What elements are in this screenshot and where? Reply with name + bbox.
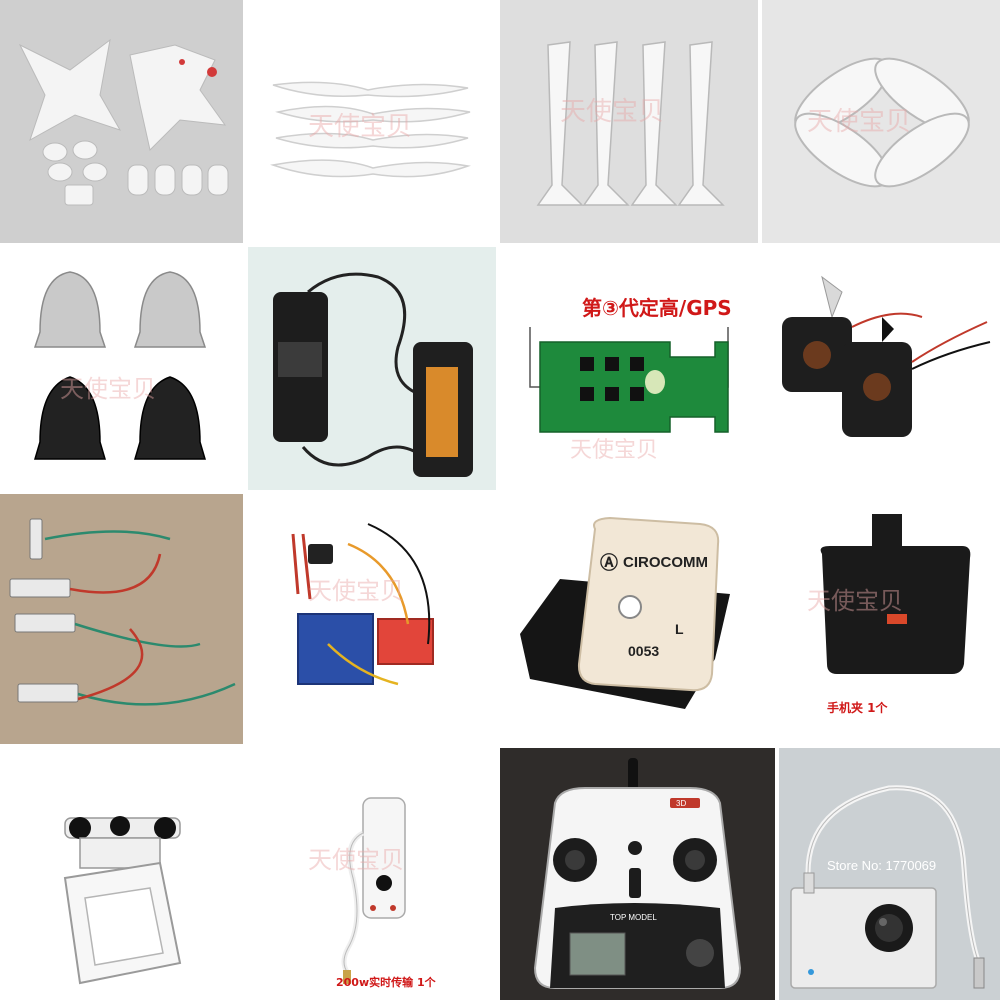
- gps-brand-label: CIROCOMM: [623, 554, 708, 571]
- controller-model-label: TOP MODEL: [610, 913, 657, 922]
- photo-remote-controller: 3D TOP MODEL: [500, 748, 775, 1000]
- svg-text:天使宝贝: 天使宝贝: [560, 97, 664, 127]
- svg-text:天使宝贝: 天使宝贝: [807, 107, 911, 137]
- svg-text:Ⓐ: Ⓐ: [600, 552, 618, 573]
- photo-clear-guards: 天使宝贝: [762, 0, 1000, 243]
- photo-motor-caps: 天使宝贝: [0, 247, 243, 490]
- svg-text:天使宝贝: 天使宝贝: [308, 577, 404, 605]
- svg-text:天使宝贝: 天使宝贝: [807, 587, 903, 615]
- photo-brushless-motors: [762, 247, 1000, 490]
- photo-drone-body-shells: [0, 0, 243, 243]
- gps-code-letter: L: [675, 621, 684, 637]
- caption-phone-clip: 手机夹 1个: [827, 700, 889, 715]
- photo-propellers: 天使宝贝: [248, 0, 496, 243]
- svg-text:天使宝贝: 天使宝贝: [570, 438, 658, 463]
- photo-landing-legs: 天使宝贝: [500, 0, 758, 243]
- caption-transmission: 200w实时传输 1个: [336, 975, 437, 989]
- photo-gps-board: 第③代定高/GPS 天使宝贝: [500, 247, 758, 490]
- photo-main-board: 天使宝贝: [248, 494, 496, 744]
- photo-gps-module: Ⓐ CIROCOMM L 0053: [500, 494, 758, 744]
- photo-charger: [248, 247, 496, 490]
- controller-badge: 3D: [676, 799, 686, 808]
- svg-text:天使宝贝: 天使宝贝: [60, 375, 156, 403]
- photo-camera-gimbal: [0, 748, 243, 1000]
- gps-code-number: 0053: [628, 643, 659, 659]
- caption-gps-label: 第③代定高/GPS: [582, 296, 732, 320]
- photo-led-boards: [0, 494, 243, 744]
- photo-mini-camera: Store No: 1770069: [779, 748, 1000, 1000]
- photo-fpv-transmitter: 天使宝贝 200w实时传输 1个: [248, 748, 496, 1000]
- svg-text:天使宝贝: 天使宝贝: [308, 112, 412, 142]
- photo-phone-clip: 天使宝贝 手机夹 1个: [762, 494, 1000, 744]
- store-number-label: Store No: 1770069: [827, 858, 936, 873]
- svg-text:天使宝贝: 天使宝贝: [308, 846, 404, 874]
